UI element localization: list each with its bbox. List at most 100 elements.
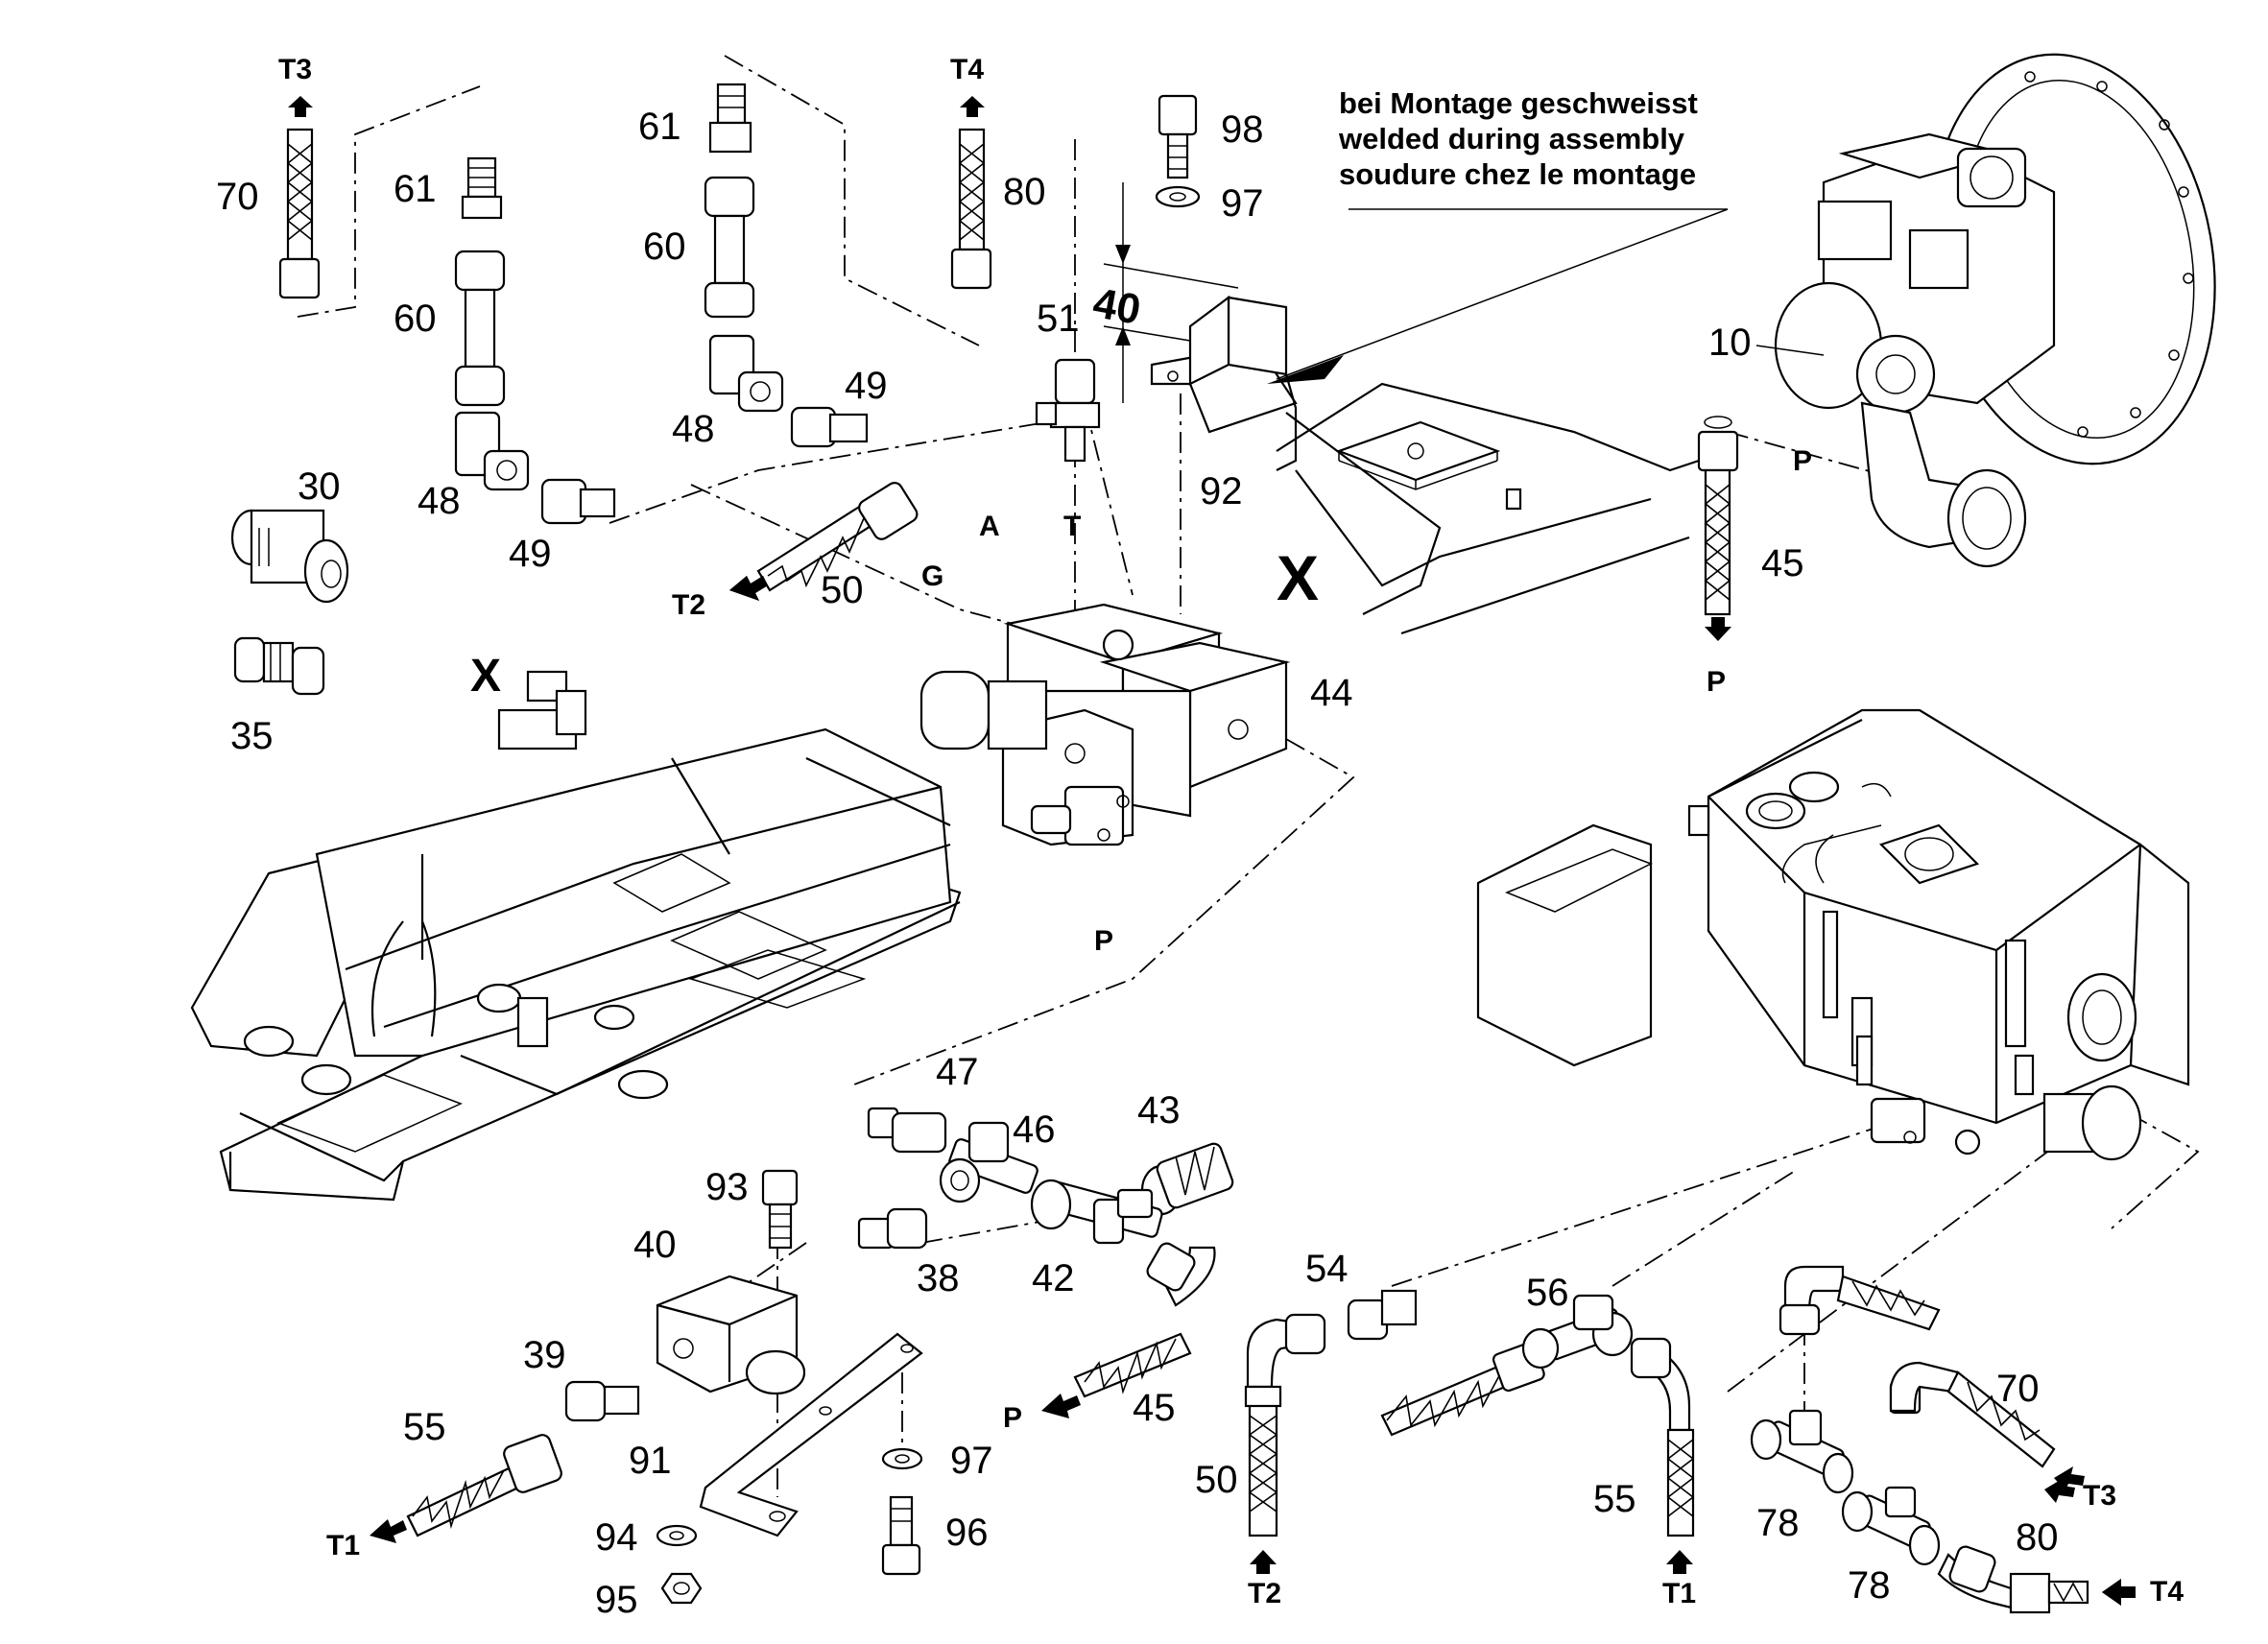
part-label-50: 50 (821, 569, 864, 611)
part-label-91: 91 (629, 1440, 672, 1482)
part-label-80-bottom: 80 (2016, 1516, 2059, 1559)
nut-95 (660, 1572, 703, 1605)
tee-56 (1380, 1294, 1634, 1437)
part-label-93: 93 (705, 1166, 749, 1208)
bolt-98 (1158, 94, 1198, 179)
hose-70-bottom (1779, 1265, 2085, 1490)
part-label-96: 96 (945, 1512, 989, 1554)
port-t3-top: T3 (278, 54, 312, 85)
note-line-2: welded during assembly (1338, 122, 1685, 155)
fitting-54 (1347, 1289, 1418, 1341)
note-text: bei Montage geschweisst welded during as… (1338, 86, 1698, 191)
part-label-70-bottom: 70 (1996, 1368, 2040, 1410)
part-label-70: 70 (216, 176, 259, 218)
part-label-38: 38 (917, 1257, 960, 1299)
tee-78-upper (1750, 1409, 1854, 1494)
part-label-61: 61 (394, 168, 437, 210)
part-label-61-center: 61 (638, 106, 681, 148)
fitting-38 (857, 1207, 928, 1250)
line-letter-a: A (979, 511, 1000, 542)
part-label-30: 30 (298, 465, 341, 508)
part-label-97: 97 (1221, 182, 1264, 225)
note-line-3: soudure chez le montage (1339, 157, 1696, 191)
part-label-10: 10 (1708, 322, 1752, 364)
hose-80-top (950, 96, 992, 290)
block-40 (656, 1275, 806, 1395)
view-marker-x-left: X (470, 651, 501, 702)
part-label-94: 94 (595, 1516, 638, 1559)
tee-46 (939, 1121, 1039, 1203)
line-letter-g: G (921, 560, 943, 592)
hose-55-left (370, 1434, 562, 1543)
part-label-49-center: 49 (845, 365, 888, 407)
fitting-49-center (790, 406, 869, 448)
part-label-51: 51 (1037, 298, 1080, 340)
part-label-55-bottom: 55 (1593, 1478, 1636, 1520)
elbow-48-center (708, 334, 784, 413)
fitting-47 (867, 1107, 947, 1154)
fitting-61-center (708, 83, 752, 154)
port-t2-bottom: T2 (1248, 1578, 1281, 1609)
tee-42 (1030, 1179, 1163, 1245)
elbow-48-left (454, 411, 530, 491)
part-label-54: 54 (1305, 1248, 1349, 1290)
washer-94 (656, 1524, 698, 1547)
part-label-95: 95 (595, 1579, 638, 1621)
part-label-78-upper: 78 (1756, 1502, 1800, 1544)
part-label-47: 47 (936, 1051, 979, 1093)
part-label-80: 80 (1003, 171, 1046, 213)
coupling-43 (1140, 1142, 1234, 1216)
t2-left-arrow (729, 576, 768, 601)
part-label-44: 44 (1310, 672, 1353, 714)
label-leaders (1755, 345, 1825, 356)
part-label-45: 45 (1761, 542, 1804, 584)
dimension-text: 40 (1089, 279, 1144, 334)
note-line-1: bei Montage geschweisst (1339, 86, 1698, 120)
tank-body (1476, 708, 2190, 1161)
part-label-56: 56 (1526, 1272, 1569, 1314)
washer-97-top (1155, 185, 1201, 208)
note-leader (1267, 208, 1729, 384)
line-letter-p-mid: P (1094, 925, 1113, 957)
dimension-40 (1103, 182, 1239, 403)
hose-50-top (729, 482, 919, 601)
bolt-93 (761, 1169, 799, 1250)
line-letter-t: T (1063, 511, 1081, 542)
frame-detail-x (1276, 382, 1729, 635)
hose-50-bottom (1244, 1313, 1326, 1574)
weld-bracket-92 (1150, 295, 1298, 471)
nut-60-left (454, 250, 506, 407)
port-t2-left: T2 (672, 589, 705, 621)
part-label-48-center: 48 (672, 408, 715, 450)
washer-97-bottom (881, 1447, 923, 1470)
part-label-78-lower: 78 (1848, 1564, 1891, 1607)
part-label-48: 48 (418, 480, 461, 522)
port-labels: T3 T4 T2 P T1 P T2 T1 T3 T4 (278, 54, 2184, 1609)
part-label-97-bottom: 97 (950, 1440, 993, 1482)
port-p-pump-out: P (1707, 666, 1726, 698)
fitting-39 (564, 1380, 640, 1422)
part-label-40: 40 (633, 1224, 677, 1266)
part-label-46: 46 (1013, 1108, 1056, 1151)
bolt-96 (881, 1495, 921, 1576)
hose-80-bottom (1937, 1545, 2136, 1614)
chassis-frame (190, 670, 962, 1202)
port-p-hose: P (1003, 1402, 1022, 1434)
part-label-49: 49 (509, 533, 552, 575)
part-label-60-center: 60 (643, 226, 686, 268)
port-t1-bottom: T1 (1662, 1578, 1696, 1609)
port-t4-right: T4 (2150, 1576, 2184, 1608)
hose-70-top (278, 96, 321, 299)
part-label-35: 35 (230, 715, 274, 757)
port-t1-left: T1 (326, 1530, 360, 1561)
bracket-91 (699, 1332, 923, 1537)
view-marker-x-right: X (1277, 542, 1319, 613)
fitting-61-left (461, 156, 503, 220)
port-t3-right: T3 (2083, 1480, 2116, 1512)
t4-right-arrow (2102, 1579, 2136, 1606)
part-label-92: 92 (1200, 470, 1243, 512)
hose-45-bottom (1041, 1242, 1216, 1418)
part-label-45-bottom: 45 (1133, 1387, 1176, 1429)
